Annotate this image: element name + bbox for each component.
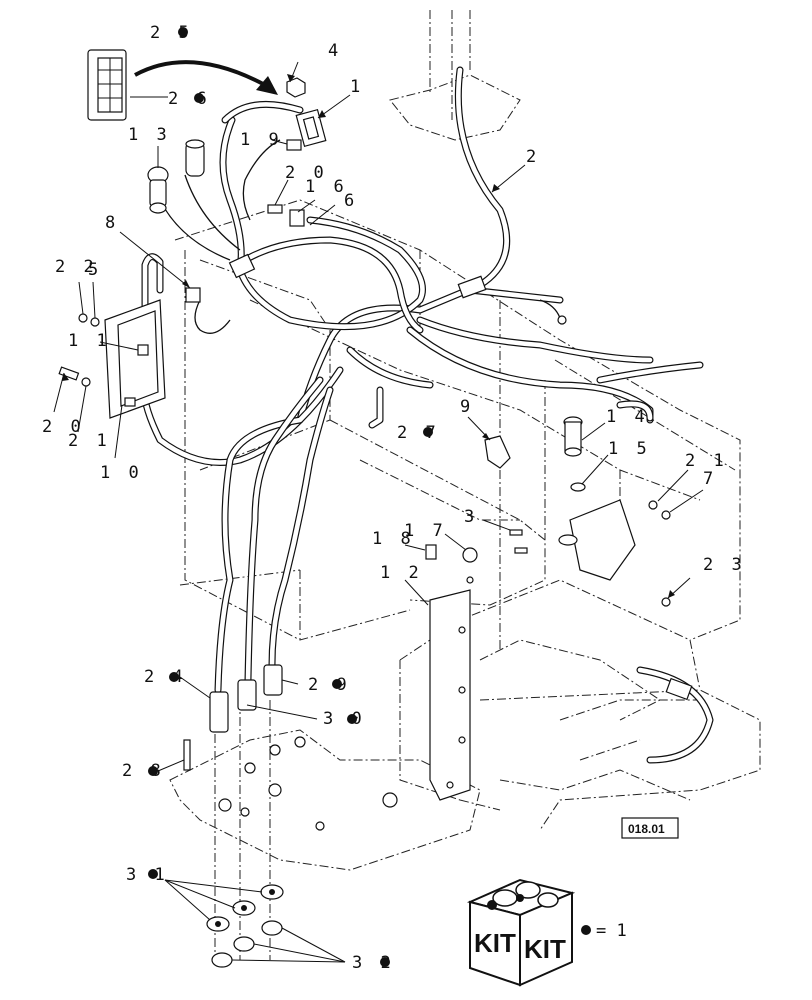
callout-10: 1 0 xyxy=(100,463,143,483)
callout-8: 8 xyxy=(105,213,119,233)
callout-5: 5 xyxy=(88,260,102,280)
kit-marker-30 xyxy=(347,714,357,724)
kit-label-right: KIT xyxy=(524,934,566,964)
part-1-connector xyxy=(295,108,327,148)
bolts-22-5 xyxy=(78,313,100,327)
callout-22: 2 2 xyxy=(55,257,98,277)
callout-24: 2 4 xyxy=(144,667,187,687)
callout-27: 2 7 xyxy=(397,423,440,443)
reference-code-box: 018.01 xyxy=(621,817,679,839)
callout-20-left: 2 0 xyxy=(42,417,85,437)
callout-15: 1 5 xyxy=(608,439,651,459)
switch-bracket xyxy=(558,499,636,581)
callout-14: 1 4 xyxy=(606,407,649,427)
callout-1: 1 xyxy=(350,77,364,97)
callout-9: 9 xyxy=(460,397,474,417)
callout-7: 7 xyxy=(703,469,717,489)
capsule-part xyxy=(185,139,205,177)
callout-30: 3 0 xyxy=(323,709,366,729)
part-8-connector xyxy=(185,287,201,303)
callout-28: 2 8 xyxy=(122,761,165,781)
parts-17-18 xyxy=(425,544,478,584)
kit-marker-27 xyxy=(423,427,433,437)
part-19-pin xyxy=(286,139,302,151)
kit-marker-24 xyxy=(169,672,179,682)
callout-19: 1 9 xyxy=(240,130,283,150)
lower-connector xyxy=(665,677,693,701)
kit-marker-32 xyxy=(380,957,390,967)
callout-13: 1 3 xyxy=(128,125,171,145)
callout-32: 3 2 xyxy=(352,953,395,973)
ring-terminal xyxy=(557,315,567,325)
part-14-knob xyxy=(563,416,583,457)
callout-11: 1 1 xyxy=(68,331,111,351)
kit-marker-31 xyxy=(148,869,158,879)
callout-3: 3 xyxy=(464,507,478,527)
plate-holes xyxy=(218,736,398,831)
kit-legend: = 1 xyxy=(581,921,627,941)
callout-6: 6 xyxy=(344,191,358,211)
bolts-21-7 xyxy=(648,500,671,520)
callout-20-top: 2 0 xyxy=(285,163,328,183)
leader-lines xyxy=(53,61,704,963)
harness-connector xyxy=(457,275,487,299)
wiring-harness xyxy=(140,66,714,764)
hose-sleeves xyxy=(209,664,283,733)
legend-text: = 1 xyxy=(596,921,627,941)
washers-nuts xyxy=(206,884,284,968)
leader-arrowheads xyxy=(62,74,675,598)
curved-arrow xyxy=(134,60,278,95)
part-4-block xyxy=(286,77,306,98)
reference-code: 018.01 xyxy=(628,822,665,836)
callout-29: 2 9 xyxy=(308,675,351,695)
callout-26: 2 6 xyxy=(168,89,211,109)
kit-marker-28 xyxy=(148,766,158,776)
part-13-sensor xyxy=(147,166,169,214)
part-23-nut xyxy=(661,597,671,607)
part-3-clips xyxy=(509,529,528,554)
part-12-panel xyxy=(429,589,471,801)
kit-marker-29 xyxy=(332,679,342,689)
callout-21-left: 2 1 xyxy=(68,431,111,451)
relay-block xyxy=(87,49,127,121)
callout-4: 4 xyxy=(328,41,342,61)
callout-31: 3 1 xyxy=(126,865,169,885)
part-28-pin xyxy=(183,739,191,771)
kit-marker-25 xyxy=(178,27,188,37)
callout-21-right: 2 1 xyxy=(685,451,728,471)
part-9-switch xyxy=(484,435,511,469)
callout-2: 2 xyxy=(526,147,540,167)
callout-18: 1 8 xyxy=(372,529,415,549)
callout-17: 1 7 xyxy=(404,521,447,541)
callout-16: 1 6 xyxy=(305,177,348,197)
callout-labels: 2 5 2 6 4 1 1 3 1 9 2 2 0 1 6 6 8 2 2 5 … xyxy=(42,23,746,973)
callout-25: 2 5 xyxy=(150,23,193,43)
callout-23: 2 3 xyxy=(703,555,746,575)
kit-label-left: KIT xyxy=(474,928,516,958)
callout-12: 1 2 xyxy=(380,563,423,583)
kit-marker-legend xyxy=(581,925,591,935)
thin-wires xyxy=(159,139,561,334)
bolts-20-21 xyxy=(58,366,91,387)
kit-marker-26 xyxy=(194,93,204,103)
part-10-control-box xyxy=(104,299,166,419)
kit-box-icon: KIT KIT xyxy=(466,878,576,987)
part-15-cap xyxy=(570,482,586,492)
